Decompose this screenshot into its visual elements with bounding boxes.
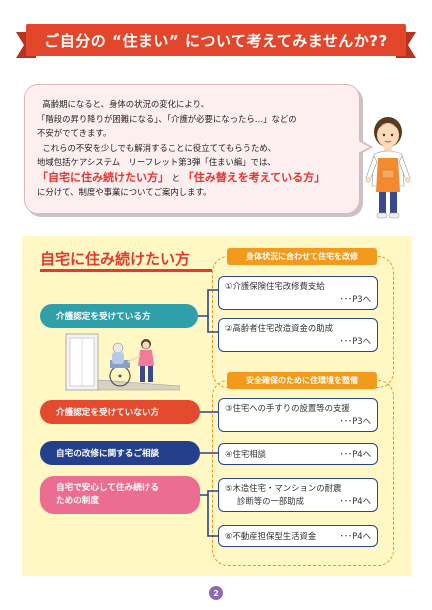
- safety-group-heading: 安全確保のために住環境を整備: [227, 372, 377, 389]
- section-title: 自宅に住み続けたい方: [40, 250, 191, 268]
- section-title-underline: [40, 269, 212, 272]
- intro-line-7: に分けて、制度や事業についてご案内します。: [37, 187, 212, 197]
- page-number: 2: [209, 586, 223, 600]
- intro-line-6: 「自宅に住み続けたい方」 と 「住み替えを考えている方」: [37, 171, 349, 186]
- program-item-6-page: ･･･P4へ: [339, 530, 371, 541]
- intro-text-1: 高齢期になると、身体の状況の変化により、: [42, 99, 209, 109]
- intro-line-1: 高齢期になると、身体の状況の変化により、: [37, 97, 349, 112]
- program-item-3-text: ③住宅への手すりの設置等の支援: [225, 403, 350, 413]
- category-safe-living-programs[interactable]: 自宅で安心して住み続ける ための制度: [40, 476, 200, 514]
- program-item-3[interactable]: ③住宅への手すりの設置等の支援 ･･･P3へ: [218, 398, 378, 432]
- program-item-6-text: ⑥不動産担保型生活資金: [225, 530, 317, 541]
- program-item-1-page: ･･･P3へ: [339, 294, 371, 304]
- renovation-group-heading: 身体状況に合わせて住宅を改修: [227, 248, 377, 265]
- program-item-1[interactable]: ①介護保険住宅改修費支給 ･･･P3へ: [218, 276, 378, 310]
- program-item-5[interactable]: ⑤木造住宅・マンションの耐震 診断等の一部助成 ･･･P4へ: [218, 478, 378, 512]
- caregiver-woman-illustration: [365, 117, 411, 219]
- intro-line-4: これらの不安を少しでも解消することに役立ててもらうため、: [37, 141, 349, 156]
- program-item-5-text-2: 診断等の一部助成: [237, 496, 304, 506]
- program-item-6[interactable]: ⑥不動産担保型生活資金 ･･･P4へ: [218, 525, 378, 547]
- program-item-5-text-1: ⑤木造住宅・マンションの耐震: [225, 483, 342, 493]
- program-item-2[interactable]: ②高齢者住宅改造資金の助成 ･･･P3へ: [218, 318, 378, 352]
- program-item-4-text: ④住宅相談: [225, 448, 267, 459]
- safety-group: 安全確保のために住環境を整備: [212, 372, 394, 566]
- safe-living-label-1: 自宅で安心して住み続ける: [56, 483, 159, 493]
- intro-line-2: 「階段の昇り降りが困難になる」、「介護が必要になったら…」などの: [37, 113, 297, 124]
- title-banner: ご自分の “住まい” について考えてみませんか??: [16, 20, 416, 64]
- intro-line-3: 不安がでてきます。: [37, 128, 112, 138]
- program-item-4[interactable]: ④住宅相談 ･･･P4へ: [218, 443, 378, 465]
- intro-line-5: 地域包括ケアシステム リーフレット第3弾「住まい編」では、: [37, 157, 276, 167]
- program-item-3-page: ･･･P3へ: [339, 416, 371, 426]
- category-care-certified[interactable]: 介護認定を受けている方: [40, 304, 198, 328]
- highlight-stay-home: 「自宅に住み続けたい方」: [37, 170, 169, 184]
- intro-speech-bubble: 高齢期になると、身体の状況の変化により、 「階段の昇り降りが困難になる」、「介護…: [24, 84, 373, 214]
- bubble-tail: [358, 139, 373, 155]
- highlight-conjunction: と: [171, 172, 181, 183]
- page-title: ご自分の “住まい” について考えてみませんか??: [44, 31, 388, 50]
- intro-text-4: これらの不安を少しでも解消することに役立ててもらうため、: [42, 142, 277, 153]
- highlight-relocate: 「住み替えを考えている方」: [182, 170, 326, 184]
- program-item-2-text: ②高齢者住宅改造資金の助成: [225, 323, 334, 333]
- program-item-2-page: ･･･P3へ: [339, 336, 371, 346]
- stay-at-home-panel: 自宅に住み続けたい方 介護認定を受けている方 介護認定を受けていない方 自宅の改…: [22, 236, 412, 576]
- program-item-1-text: ①介護保険住宅改修費支給: [225, 281, 325, 291]
- category-renovation-consult[interactable]: 自宅の改修に関するご相談: [40, 441, 200, 465]
- program-item-4-page: ･･･P4へ: [339, 448, 371, 459]
- wheelchair-ramp-illustration: [65, 333, 180, 391]
- safe-living-label-2: ための制度: [56, 496, 99, 506]
- title-banner-bar: ご自分の “住まい” について考えてみませんか??: [26, 24, 406, 56]
- category-not-care-certified[interactable]: 介護認定を受けていない方: [40, 400, 200, 424]
- program-item-5-page: ･･･P4へ: [339, 496, 371, 506]
